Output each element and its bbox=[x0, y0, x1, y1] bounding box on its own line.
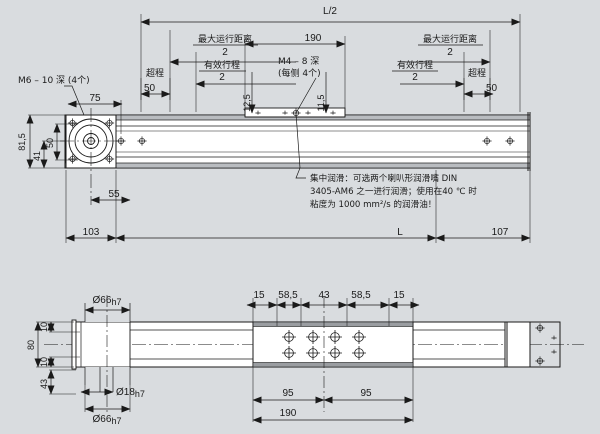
dim-95-left-label: 95 bbox=[282, 388, 294, 399]
eff-stroke-left-denominator: 2 bbox=[219, 72, 225, 83]
dim-75: 75 bbox=[67, 93, 123, 134]
dim-50-right: 50 bbox=[463, 83, 498, 98]
dim-dia66-top: Ø66h7 bbox=[84, 295, 131, 314]
dim-103-label: 103 bbox=[83, 227, 100, 238]
dim-15-left-label: 15 bbox=[253, 290, 265, 301]
dim-115-label: 11,5 bbox=[316, 95, 326, 112]
hole-spacing-chain: 15 58,5 43 58,5 15 bbox=[246, 290, 420, 326]
dim-50-left: 50 bbox=[140, 83, 171, 98]
dim-43v-label: 43 bbox=[39, 379, 49, 389]
max-travel-left-numerator: 最大运行距离 bbox=[198, 33, 252, 45]
dim-95-right-label: 95 bbox=[360, 388, 372, 399]
dim-l-half-label: L/2 bbox=[323, 6, 337, 17]
dim-125: 12,5 bbox=[242, 72, 256, 114]
dim-125-label: 12,5 bbox=[242, 94, 252, 112]
lubrication-line2: 3405-AM6 之一进行润滑；使用在40 ℃ 时 bbox=[310, 185, 477, 197]
overtravel-right-label: 超程 bbox=[468, 67, 486, 79]
dim-80-label: 80 bbox=[26, 340, 36, 350]
dim-50-left-label: 50 bbox=[144, 83, 156, 94]
dim-815-label: 81,5 bbox=[17, 133, 27, 151]
dim-55-label: 55 bbox=[108, 189, 120, 200]
eff-stroke-left-numerator: 有效行程 bbox=[204, 59, 240, 71]
bottom-view: Ø66h7 Ø66h7 Ø18h7 80 10 10 bbox=[26, 290, 584, 426]
max-travel-right-numerator: 最大运行距离 bbox=[423, 33, 477, 45]
bottom-dims-top-view: 103 L 107 bbox=[65, 170, 531, 243]
dia66-top-label: Ø66h7 bbox=[93, 295, 122, 307]
max-travel-left-denominator: 2 bbox=[222, 47, 228, 58]
eff-stroke-right-numerator: 有效行程 bbox=[397, 59, 433, 71]
carriage-bottom bbox=[252, 296, 414, 412]
eff-stroke-right-denominator: 2 bbox=[412, 72, 418, 83]
dim-10-upper-label: 10 bbox=[39, 322, 49, 332]
dim-eff-stroke-right: 有效行程 2 bbox=[392, 59, 465, 88]
dim-L-label: L bbox=[397, 227, 403, 238]
lubrication-line1: 集中润滑：可选两个喇叭形润滑嘴 DIN bbox=[310, 172, 457, 184]
carriage-thread-line2: (每侧 4个) bbox=[278, 67, 321, 79]
vertical-dims-bottom: 80 10 10 43 bbox=[26, 321, 80, 395]
dim-50v-label: 50 bbox=[45, 138, 55, 148]
lubrication-line3: 粘度为 1000 mm²/s 的润滑油！ bbox=[310, 198, 436, 210]
carriage-thread-callout: M4 – 8 深 (每侧 4个) bbox=[278, 56, 321, 114]
dim-190-carriage: 190 bbox=[244, 33, 346, 48]
dim-l-half: L/2 bbox=[140, 6, 521, 26]
max-travel-right-denominator: 2 bbox=[447, 47, 453, 58]
top-view: L/2 最大运行距离 2 最大运行距离 2 有效行程 2 有效行程 bbox=[17, 6, 531, 243]
span-dims-bottom: 95 95 190 bbox=[252, 367, 414, 424]
dim-dia18: Ø18h7 bbox=[80, 387, 145, 399]
dim-10-lower-label: 10 bbox=[39, 357, 49, 367]
overtravel-left-label: 超程 bbox=[146, 67, 164, 79]
dim-eff-stroke-left: 有效行程 2 bbox=[195, 59, 296, 88]
dim-max-travel-left: 最大运行距离 2 bbox=[169, 33, 296, 66]
dia66-bottom-label: Ø66h7 bbox=[93, 414, 122, 426]
dim-43-center-label: 43 bbox=[318, 290, 330, 301]
dim-max-travel-right: 最大运行距离 2 bbox=[400, 33, 491, 66]
vertical-dims-left: 81,5 41 50 bbox=[17, 114, 78, 169]
dim-75-label: 75 bbox=[89, 93, 101, 104]
dim-585-left-label: 58,5 bbox=[278, 290, 298, 301]
carriage-top bbox=[244, 100, 346, 118]
carriage-thread-line1: M4 – 8 深 bbox=[278, 56, 319, 67]
dim-107-label: 107 bbox=[492, 227, 509, 238]
dim-50-right-label: 50 bbox=[486, 83, 498, 94]
dim-115: 11,5 bbox=[316, 72, 330, 114]
dim-190-label: 190 bbox=[305, 33, 322, 44]
flange-thread-label: M6 – 10 深 (4个) bbox=[18, 75, 90, 86]
dim-15-right-label: 15 bbox=[393, 290, 405, 301]
right-end-block bbox=[504, 321, 561, 368]
dim-585-right-label: 58,5 bbox=[351, 290, 371, 301]
dia18-label: Ø18h7 bbox=[116, 387, 145, 399]
dim-55: 55 bbox=[90, 189, 131, 204]
rail-body bbox=[64, 112, 531, 171]
dim-41-label: 41 bbox=[32, 151, 42, 161]
lubrication-callout: 集中润滑：可选两个喇叭形润滑嘴 DIN 3405-AM6 之一进行润滑；使用在4… bbox=[295, 112, 477, 210]
dim-190-bottom-label: 190 bbox=[280, 408, 297, 419]
